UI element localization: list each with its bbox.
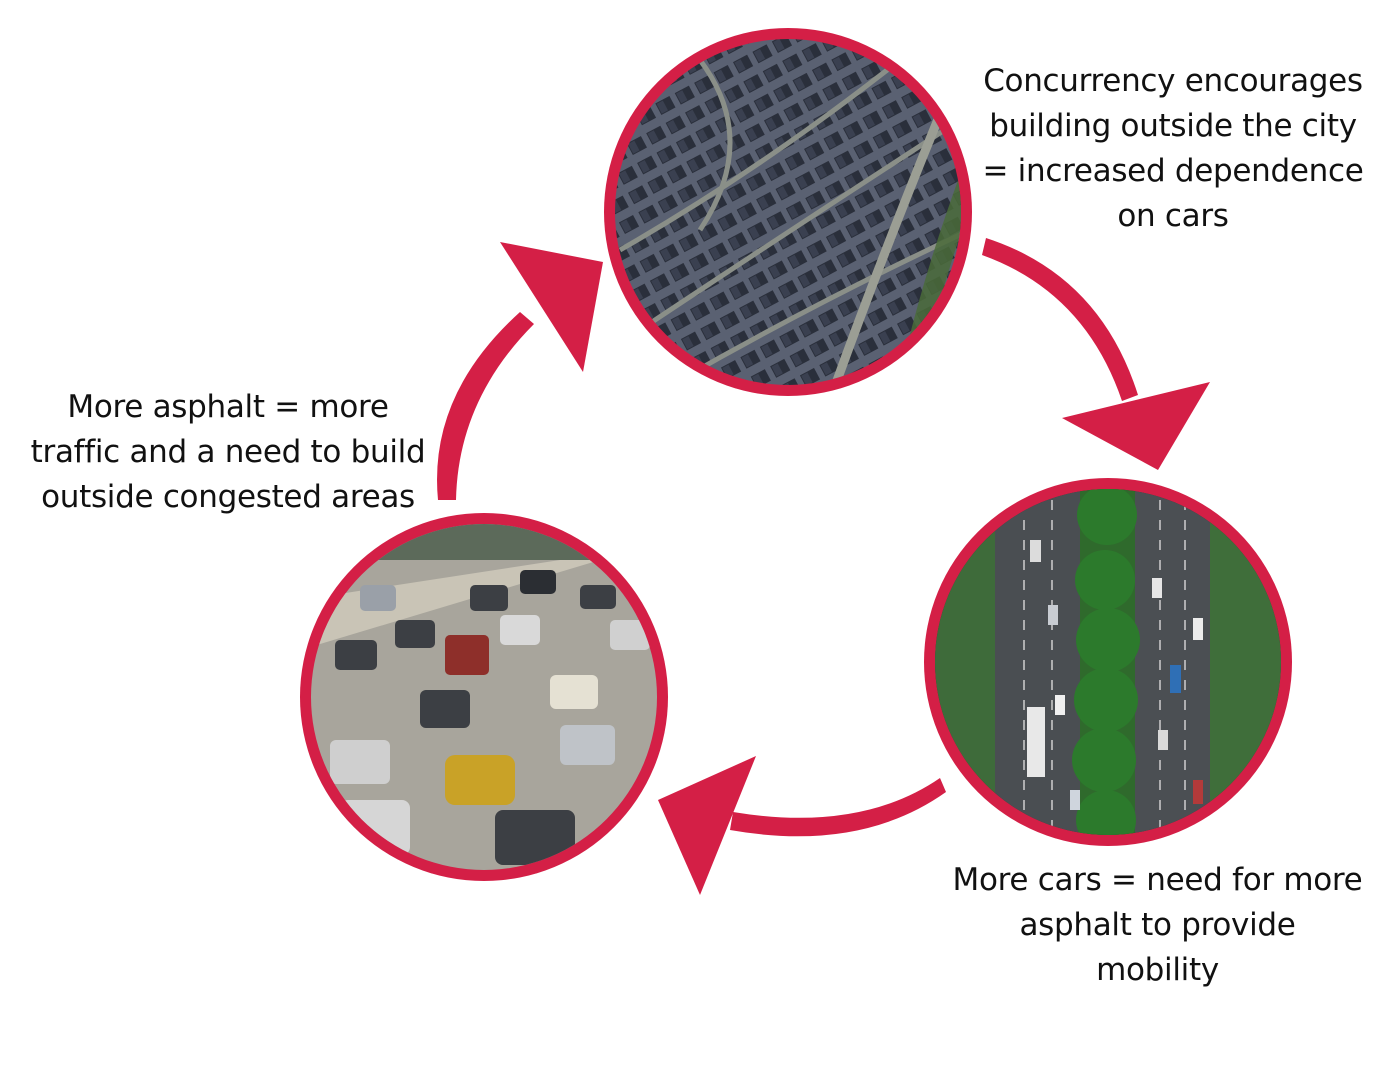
arrow-left-to-top: [437, 242, 603, 500]
caption-line: outside congested areas: [12, 475, 444, 520]
suburb-aerial-image: [600, 28, 980, 400]
caption-concurrency: Concurrency encourages building outside …: [968, 59, 1378, 239]
caption-line: asphalt to provide: [940, 903, 1375, 948]
caption-line: Concurrency encourages: [968, 59, 1378, 104]
arrow-right-to-left: [658, 756, 946, 895]
caption-line: mobility: [940, 948, 1375, 993]
caption-line: traffic and a need to build: [12, 430, 444, 475]
caption-line: building outside the city: [968, 104, 1378, 149]
caption-line: More cars = need for more: [940, 858, 1375, 903]
traffic-jam-image: [300, 513, 670, 885]
caption-more-asphalt: More asphalt = more traffic and a need t…: [12, 385, 444, 520]
caption-line: = increased dependence: [968, 149, 1378, 194]
highway-aerial-image: [924, 478, 1292, 850]
arrow-top-to-right: [982, 238, 1210, 470]
caption-line: More asphalt = more: [12, 385, 444, 430]
caption-more-cars: More cars = need for more asphalt to pro…: [940, 858, 1375, 993]
caption-line: on cars: [968, 194, 1378, 239]
